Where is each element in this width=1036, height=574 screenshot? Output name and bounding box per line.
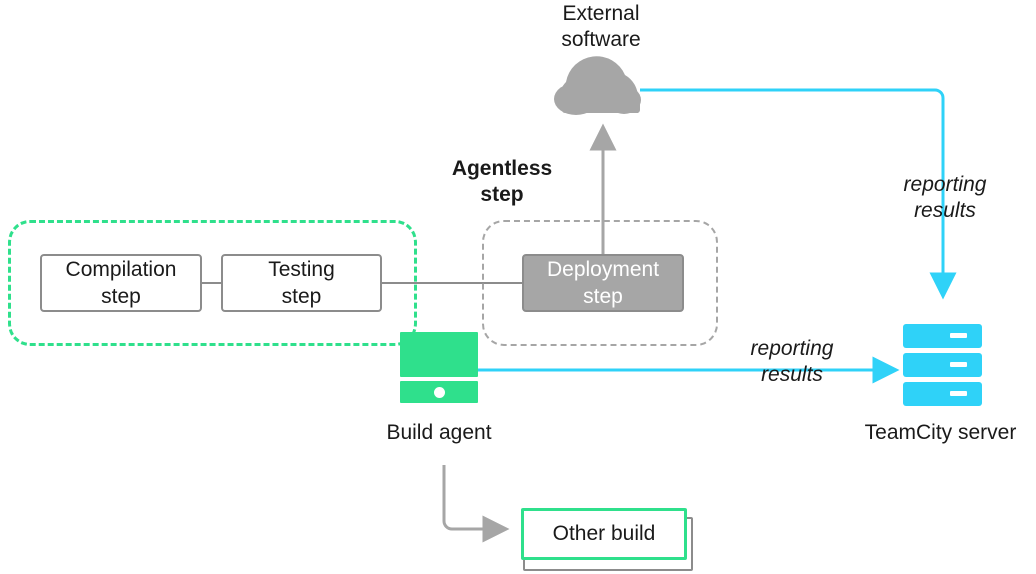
agentless-step-group <box>482 220 718 346</box>
testing-step-box[interactable]: Testing step <box>221 254 382 312</box>
agent-screen <box>400 332 478 377</box>
server-bar-3 <box>903 382 982 406</box>
edge-agent-to-other-build <box>442 465 510 543</box>
edge-cloud-to-server <box>640 88 957 300</box>
agent-power-dot <box>433 386 445 398</box>
server-led-2 <box>950 362 967 367</box>
server-led-1 <box>950 333 967 338</box>
compilation-step-box[interactable]: Compilation step <box>40 254 202 312</box>
server-led-3 <box>950 391 967 396</box>
build-agent-scope-group <box>8 220 417 346</box>
agent-base <box>400 381 478 403</box>
other-build-card[interactable]: Other build <box>521 508 687 560</box>
deployment-step-box[interactable]: Deployment step <box>522 254 684 312</box>
server-bar-2 <box>903 353 982 377</box>
cloud-icon <box>554 56 641 115</box>
server-bar-1 <box>903 324 982 348</box>
